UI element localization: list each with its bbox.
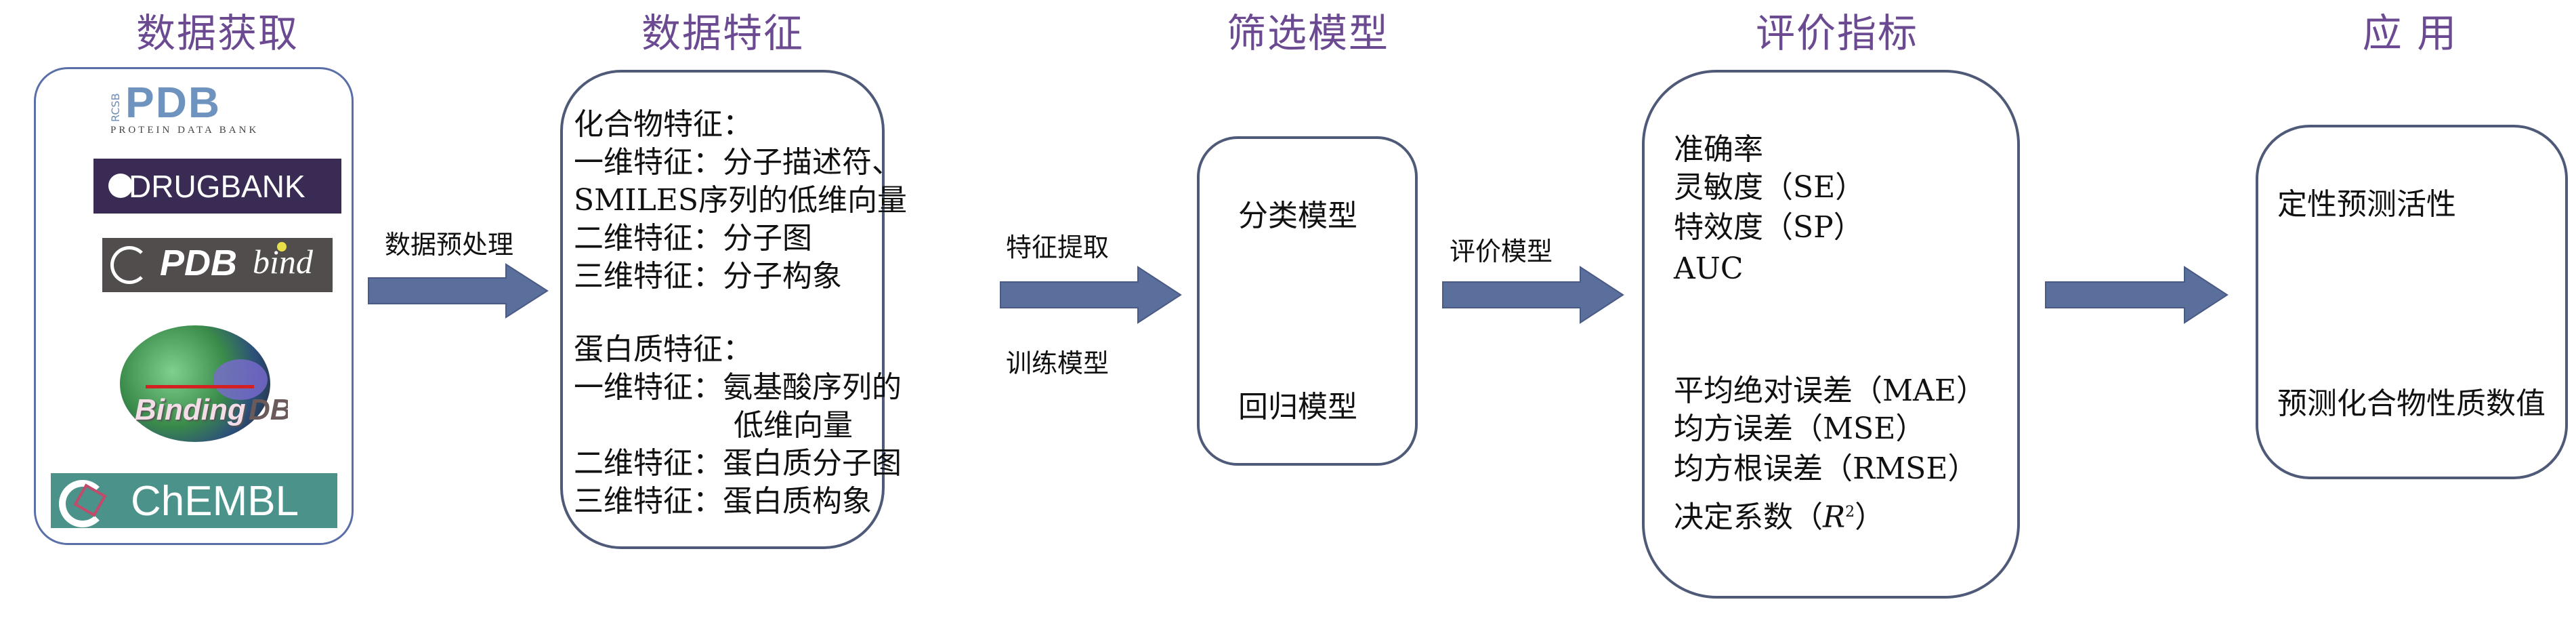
regression-model: 回归模型 (1238, 390, 1357, 424)
feature-line: 三维特征：分子构象 (574, 259, 842, 294)
chembl-logo: ChEMBL (51, 473, 337, 528)
drugbank-logo: DRUGBANK (93, 159, 341, 214)
compound-features-heading: 化合物特征： (574, 107, 753, 142)
arrow-icon (368, 263, 549, 319)
application-item: 定性预测活性 (2277, 187, 2456, 222)
title-screening-model: 筛选模型 (1226, 10, 1390, 56)
protein-blob (213, 359, 268, 400)
feature-line: 二维特征：蛋白质分子图 (574, 446, 902, 481)
metric-item: AUC (1674, 251, 1744, 286)
metric-item: 准确率 (1674, 132, 1763, 167)
metric-item: 特效度（SP） (1674, 210, 1863, 245)
features-box (560, 70, 885, 549)
feature-line: 一维特征：氨基酸序列的 (574, 370, 902, 405)
metric-item: 均方误差（MSE） (1674, 411, 1926, 446)
metric-item-r2: 决定系数（R2） (1674, 493, 1884, 537)
metric-item: 均方根误差（RMSE） (1674, 451, 1978, 486)
preprocess-label: 数据预处理 (385, 230, 514, 260)
feature-extraction-label: 特征提取 (1006, 233, 1110, 262)
arrow-icon (2045, 266, 2229, 324)
models-box (1197, 136, 1418, 466)
r2-sup: 2 (1845, 504, 1855, 521)
feature-line: 二维特征：分子图 (574, 221, 812, 256)
arrow-icon (1442, 266, 1624, 324)
feature-line: 低维向量 (734, 408, 853, 443)
ligand-line (146, 385, 254, 388)
pacman-icon (110, 246, 148, 284)
feature-line: 三维特征：蛋白质构象 (574, 484, 872, 519)
r2-var: R (1823, 500, 1846, 535)
pdbbind-logo: PDB bind (102, 238, 333, 292)
r2-suffix: ） (1855, 500, 1885, 535)
title-data-features: 数据特征 (641, 10, 805, 56)
r2-prefix: 决定系数（ (1674, 500, 1823, 535)
applications-box (2256, 125, 2568, 479)
feature-line: SMILES序列的低维向量 (574, 183, 908, 218)
metric-item: 灵敏度（SE） (1674, 170, 1865, 205)
protein-features-heading: 蛋白质特征： (574, 332, 753, 367)
evaluate-model-label: 评价模型 (1450, 237, 1553, 266)
arrow-icon (1000, 266, 1182, 324)
metrics-box (1642, 70, 2020, 599)
rcsb-pdb-logo: RCSB PDB PROTEIN DATA BANK (109, 84, 259, 136)
database-box: RCSB PDB PROTEIN DATA BANK DRUGBANK PDB … (34, 67, 354, 545)
chembl-c-icon (59, 480, 106, 527)
pill-icon (108, 174, 133, 198)
bindingdb-logo: Binding DB (119, 325, 288, 444)
feature-line: 一维特征：分子描述符、 (574, 145, 902, 180)
classification-model: 分类模型 (1238, 199, 1357, 233)
dot-icon (277, 242, 287, 251)
metric-item: 平均绝对误差（MAE） (1674, 374, 1986, 408)
title-evaluation-metrics: 评价指标 (1755, 10, 1919, 56)
application-item: 预测化合物性质数值 (2277, 386, 2546, 421)
training-label: 训练模型 (1006, 348, 1110, 378)
title-application: 应 用 (2362, 10, 2458, 56)
title-data-acquisition: 数据获取 (135, 10, 299, 56)
